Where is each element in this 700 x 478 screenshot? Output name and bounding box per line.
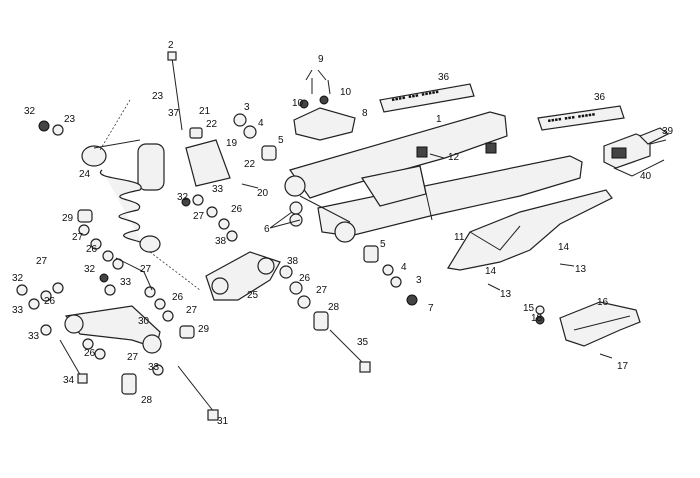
callout-40: 40 — [640, 171, 652, 182]
decal-right-plate: ▪▪▪▪ ▪▪▪ ▪▪▪▪▪ — [537, 105, 625, 131]
callout-23: 23 — [64, 114, 76, 125]
callout-35: 35 — [357, 337, 369, 348]
callout-18: 18 — [531, 313, 543, 324]
callout-27: 27 — [72, 232, 84, 243]
callout-19: 19 — [226, 138, 238, 149]
callout-10: 10 — [340, 87, 352, 98]
callout-8: 8 — [362, 108, 368, 119]
rod-eye — [142, 334, 162, 354]
callout-14: 14 — [558, 242, 570, 253]
swingarm — [284, 111, 583, 243]
callout-32: 32 — [12, 273, 24, 284]
callout-32: 32 — [24, 106, 36, 117]
callout-5: 5 — [380, 239, 386, 250]
callout-29: 29 — [62, 213, 74, 224]
callout-36: 36 — [594, 92, 606, 103]
callout-25: 25 — [247, 290, 259, 301]
callout-33: 33 — [12, 305, 24, 316]
callout-7: 7 — [428, 303, 434, 314]
rocker-pivot — [257, 257, 275, 275]
callout-13: 13 — [500, 289, 512, 300]
callout-26: 26 — [299, 273, 311, 284]
callout-38: 38 — [215, 236, 227, 247]
callout-15: 15 — [523, 303, 535, 314]
callout-17: 17 — [617, 361, 629, 372]
callout-37: 37 — [168, 108, 180, 119]
callout-26: 26 — [172, 292, 184, 303]
callout-33: 33 — [212, 184, 224, 195]
callout-9: 9 — [318, 54, 324, 65]
callout-27: 27 — [140, 264, 152, 275]
callout-21: 21 — [199, 106, 211, 117]
callout-38: 38 — [287, 256, 299, 267]
callout-36: 36 — [438, 72, 450, 83]
callout-30: 30 — [138, 316, 150, 327]
chain-slider-groove — [573, 315, 631, 331]
callout-26: 26 — [86, 244, 98, 255]
bushings — [77, 127, 379, 395]
callout-29: 29 — [198, 324, 210, 335]
callout-11: 11 — [454, 232, 465, 243]
bracket — [293, 107, 356, 141]
callout-3: 3 — [244, 102, 250, 113]
callout-4: 4 — [401, 262, 407, 273]
callout-27: 27 — [127, 352, 139, 363]
shock-absorber — [81, 99, 201, 291]
callout-24: 24 — [79, 169, 91, 180]
callout-34: 34 — [63, 375, 75, 386]
chain-guard-rib — [469, 225, 521, 251]
callout-26: 26 — [231, 204, 243, 215]
callout-31: 31 — [217, 416, 229, 427]
callout-27: 27 — [186, 305, 198, 316]
callout-22: 22 — [206, 119, 218, 130]
leader-lines — [115, 69, 665, 291]
decal-left-plate: ▪▪▪▪ ▪▪▪ ▪▪▪▪▪ — [379, 83, 475, 113]
chain-adjuster — [603, 127, 670, 169]
callout-20: 20 — [257, 188, 269, 199]
callout-13: 13 — [575, 264, 587, 275]
callout-39: 39 — [662, 126, 674, 137]
callout-27: 27 — [316, 285, 328, 296]
callout-16: 16 — [597, 297, 609, 308]
rod-eye — [64, 314, 84, 334]
callout-26: 26 — [44, 296, 56, 307]
callout-26: 26 — [84, 348, 96, 359]
callout-33: 33 — [120, 277, 132, 288]
callout-10: 10 — [292, 98, 304, 109]
callout-33: 33 — [148, 362, 160, 373]
bolts — [59, 51, 667, 421]
callout-4: 4 — [258, 118, 264, 129]
callout-28: 28 — [328, 302, 340, 313]
callout-28: 28 — [141, 395, 153, 406]
callout-12: 12 — [448, 152, 460, 163]
callout-3: 3 — [416, 275, 422, 286]
washers-nuts — [16, 95, 545, 376]
callout-labels: 1233445567891010111213131414151617181920… — [12, 40, 674, 427]
callout-6: 6 — [264, 224, 270, 235]
callout-5: 5 — [278, 135, 284, 146]
callout-32: 32 — [177, 192, 189, 203]
callout-22: 22 — [244, 159, 256, 170]
callout-14: 14 — [485, 266, 497, 277]
callout-2: 2 — [168, 40, 174, 51]
callout-27: 27 — [36, 256, 48, 267]
chain-guard — [447, 189, 613, 271]
callout-32: 32 — [84, 264, 96, 275]
clamp — [185, 139, 231, 187]
callout-23: 23 — [152, 91, 164, 102]
callout-1: 1 — [436, 114, 442, 125]
rocker-pivot — [211, 277, 229, 295]
callout-27: 27 — [193, 211, 205, 222]
callout-33: 33 — [28, 331, 40, 342]
